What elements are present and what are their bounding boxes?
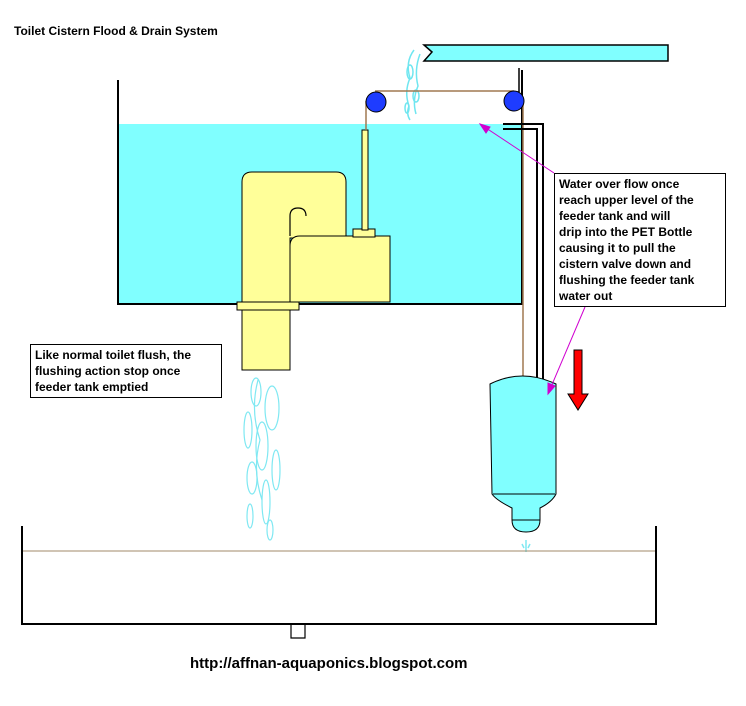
outlet-flange xyxy=(236,301,300,311)
callout-line: Like normal toilet flush, the xyxy=(35,348,192,362)
source-url: http://affnan-aquaponics.blogspot.com xyxy=(190,655,468,672)
flush-water-stream xyxy=(243,377,281,541)
inflow-pipe xyxy=(422,44,669,62)
grow-bed-drain xyxy=(290,624,306,639)
callout-line: causing it to pull the xyxy=(559,241,676,255)
callout-line: flushing the feeder tank xyxy=(559,273,695,287)
feeder-tank-wall xyxy=(117,70,523,305)
left-pulley xyxy=(365,91,387,113)
overflow-tube-inner xyxy=(503,128,538,436)
down-arrow xyxy=(567,349,589,411)
overflow-tube xyxy=(503,123,544,436)
float-chamber xyxy=(289,235,391,303)
callout-line: flushing action stop once xyxy=(35,364,181,378)
right-pulley xyxy=(503,90,525,112)
overflow-hook xyxy=(289,207,307,236)
callout-line: feeder tank and will xyxy=(559,209,671,223)
grow-bed-wall xyxy=(21,526,657,625)
overflow-callout: Water over flow once reach upper level o… xyxy=(554,173,726,307)
lift-rod xyxy=(361,129,369,231)
outlet-pipe xyxy=(241,309,291,371)
inflow-water-stream xyxy=(404,49,421,121)
callout-line: Water over flow once xyxy=(559,177,680,191)
callout-line: drip into the PET Bottle xyxy=(559,225,693,239)
pet-bottle xyxy=(489,375,557,533)
callout-line: water out xyxy=(559,289,613,303)
callout-line: feeder tank emptied xyxy=(35,380,149,394)
page-title: Toilet Cistern Flood & Drain System xyxy=(14,24,218,38)
callout-line: reach upper level of the xyxy=(559,193,694,207)
flush-callout: Like normal toilet flush, the flushing a… xyxy=(30,344,222,398)
callout-pointer-lines xyxy=(478,123,586,396)
callout-line: cistern valve down and xyxy=(559,257,692,271)
bottle-drip xyxy=(521,540,531,552)
